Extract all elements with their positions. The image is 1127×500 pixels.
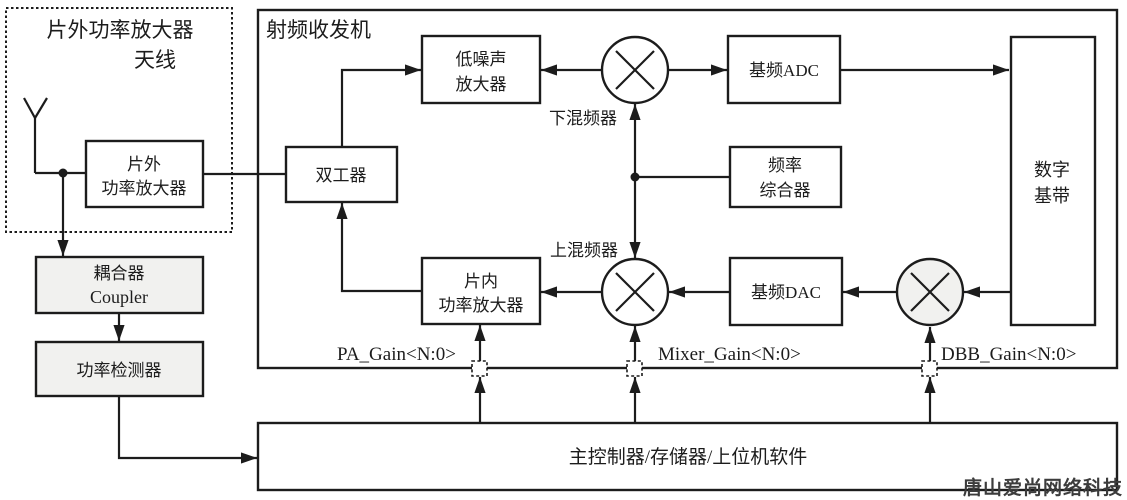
controller-label: 主控制器/存储器/上位机软件 (569, 446, 808, 468)
controller-box (256, 421, 1119, 492)
offchip-region-title-line1: 片外功率放大器 (47, 18, 194, 42)
block-baseband-dac: 基频DAC (728, 256, 844, 327)
digital-baseband-label-line2: 基带 (1034, 186, 1070, 206)
wire-duplexer-to-lna (340, 64, 421, 147)
dbb-gain-label: DBB_Gain<N:0> (941, 344, 1076, 365)
offchip-pa-label-line2: 功率放大器 (102, 179, 187, 198)
dbb-mixer-symbol (895, 257, 965, 327)
coupler-label-line2: Coupler (90, 287, 148, 307)
freq-synth-label-line2: 综合器 (760, 181, 811, 200)
onchip-pa-label-line2: 功率放大器 (439, 296, 524, 315)
block-digital-baseband: 数字 基带 (1009, 35, 1097, 327)
block-coupler: 耦合器 Coupler (34, 255, 205, 315)
offchip-region-title-line2: 天线 (134, 48, 176, 72)
rf-transceiver-title: 射频收发机 (266, 18, 371, 42)
freq-synth-label-line1: 频率 (768, 156, 802, 175)
lna-label-line1: 低噪声 (456, 50, 507, 69)
dbb-gain-pad (921, 360, 938, 377)
antenna-icon (23, 97, 48, 173)
mixer-gain-pad (626, 360, 643, 377)
up-mixer-symbol (600, 257, 670, 327)
down-mixer-symbol (600, 35, 670, 105)
lna-label-line2: 放大器 (456, 75, 507, 94)
digital-baseband-label-line1: 数字 (1034, 160, 1070, 180)
block-baseband-adc: 基频ADC (726, 34, 842, 105)
wire-onchip-pa-to-duplexer (336, 203, 422, 293)
block-offchip-pa: 片外 功率放大器 (84, 139, 205, 209)
block-power-detector: 功率检测器 (34, 340, 205, 398)
pa-gain-label: PA_Gain<N:0> (337, 344, 456, 365)
pa-gain-pad (471, 360, 488, 377)
block-duplexer: 双工器 (284, 145, 399, 204)
power-detector-label: 功率检测器 (77, 361, 162, 380)
baseband-adc-label: 基频ADC (749, 61, 819, 80)
watermark-text: 唐山爱尚网络科技 (963, 476, 1123, 499)
onchip-pa-label-line1: 片内 (464, 272, 498, 291)
block-lna: 低噪声 放大器 (420, 34, 542, 105)
baseband-dac-label: 基频DAC (751, 283, 821, 302)
block-freq-synth: 频率 综合器 (728, 145, 843, 209)
mixer-gain-label: Mixer_Gain<N:0> (658, 344, 801, 365)
down-mixer-label: 下混频器 (549, 109, 617, 128)
wire-detector-to-controller (117, 396, 257, 464)
offchip-pa-label-line1: 片外 (127, 155, 161, 174)
coupler-label-line1: 耦合器 (94, 264, 145, 283)
block-onchip-pa: 片内 功率放大器 (420, 256, 542, 326)
duplexer-label: 双工器 (316, 166, 367, 185)
up-mixer-label: 上混频器 (550, 241, 618, 260)
